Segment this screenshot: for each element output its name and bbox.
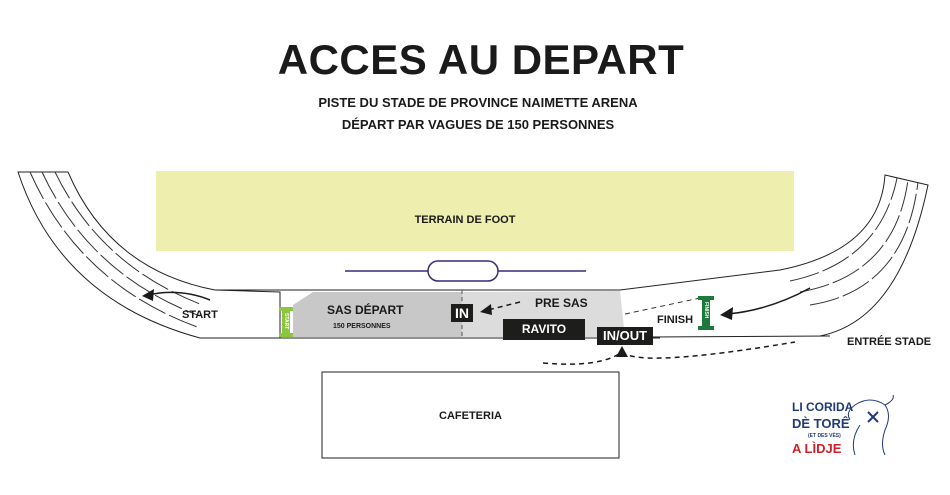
- start-arrowhead-icon: [142, 289, 154, 301]
- subtitle-location: PISTE DU STADE DE PROVINCE NAIMETTE AREN…: [318, 95, 638, 110]
- lane-line: [41, 171, 201, 317]
- lane-line: [789, 177, 898, 282]
- in-arrowhead-icon: [480, 304, 492, 315]
- page-title: ACCES AU DEPART: [277, 36, 685, 83]
- start-arrow-icon: [147, 291, 211, 301]
- lane-line: [54, 171, 201, 305]
- logo-line3: (ET DES VÈS): [808, 433, 841, 440]
- cafeteria-building: [321, 371, 620, 459]
- subtitle-waves: DÉPART PAR VAGUES DE 150 PERSONNES: [341, 117, 615, 132]
- track-bottom-line-right: [649, 335, 831, 338]
- sas-depart-label: SAS DÉPART: [327, 303, 404, 317]
- start-label: START: [182, 309, 218, 321]
- corida-logo: LI CORIDA DÈ TORÊ (ET DES VÈS) A LÌDJE: [792, 400, 853, 458]
- finish-label: FINISH: [657, 314, 694, 326]
- finish-arch-label: FINISH: [703, 302, 709, 319]
- finish-arrowhead-icon: [720, 307, 733, 320]
- cafeteria-label: CAFETERIA: [439, 410, 502, 422]
- finish-arrow-icon: [727, 287, 811, 315]
- oval-marker: [427, 260, 499, 282]
- finish-barrier: [624, 297, 701, 315]
- logo-line2: DÈ TORÊ: [792, 416, 850, 431]
- entrance-path-arrow-icon: [542, 341, 796, 365]
- bull-logo-icon: [847, 394, 894, 456]
- in-out-gate: IN/OUT: [597, 327, 653, 345]
- in-gate: IN: [451, 304, 473, 322]
- logo-line1: LI CORIDA: [792, 400, 854, 414]
- ravito-station: RAVITO: [503, 319, 585, 340]
- football-field: [156, 171, 794, 251]
- track-right-curve: [619, 174, 929, 337]
- stadium-entrance-label: ENTRÉE STADE: [847, 336, 932, 348]
- lane-line: [29, 171, 201, 329]
- pre-sas-label: PRE SAS: [535, 296, 588, 310]
- start-arch-label: START: [283, 313, 289, 330]
- logo-line4: A LÌDJE: [792, 440, 842, 456]
- sas-capacity-label: 150 PERSONNES: [333, 323, 391, 330]
- start-arch-icon: [279, 307, 293, 337]
- in-arrow-icon: [487, 301, 521, 311]
- lane-line: [809, 181, 919, 306]
- sas-depart-zone: [293, 292, 462, 337]
- lane-line: [799, 179, 909, 293]
- football-field-label: TERRAIN DE FOOT: [414, 214, 516, 226]
- entrance-arrowhead-icon: [616, 346, 628, 357]
- finish-arch-icon: [698, 296, 714, 330]
